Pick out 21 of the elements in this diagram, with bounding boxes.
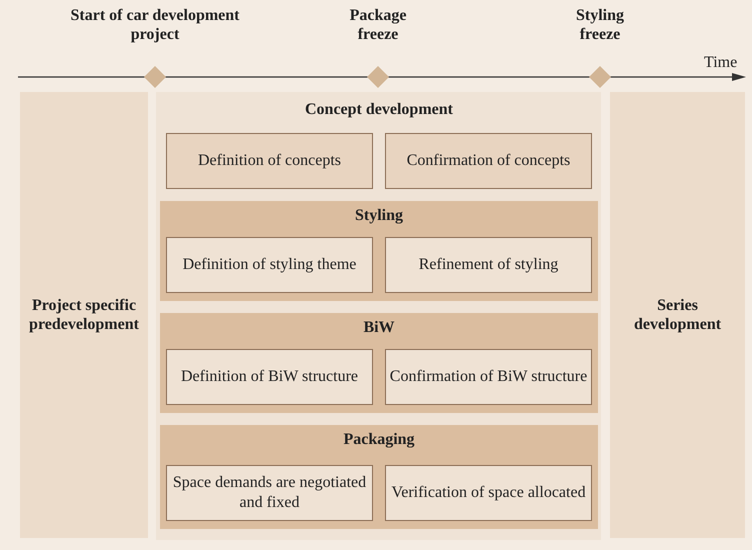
axis-label: Time [704, 54, 738, 72]
phase-column: Series development [610, 92, 745, 538]
task-card: Definition of styling theme [166, 237, 373, 293]
task-card: Definition of concepts [166, 133, 373, 189]
task-card: Confirmation of BiW structure [385, 349, 592, 405]
task-card: Space demands are negotiated and fixed [166, 465, 373, 521]
task-card: Confirmation of concepts [385, 133, 592, 189]
task-card: Refinement of styling [385, 237, 592, 293]
milestone-label: Styling freeze [574, 6, 625, 44]
phase-band [160, 313, 598, 413]
milestone-label: Package freeze [348, 6, 408, 44]
milestone-label: Start of car development project [70, 6, 240, 44]
phase-band [160, 425, 598, 529]
phase-band [160, 201, 598, 301]
band-title: Packaging [342, 431, 416, 449]
band-title: Concept development [304, 101, 454, 119]
band-title: Styling [354, 207, 404, 225]
task-card: Definition of BiW structure [166, 349, 373, 405]
phase-column: Project specific predevelopment [20, 92, 148, 538]
band-title: BiW [362, 319, 396, 337]
task-card: Verification of space allocated [385, 465, 592, 521]
